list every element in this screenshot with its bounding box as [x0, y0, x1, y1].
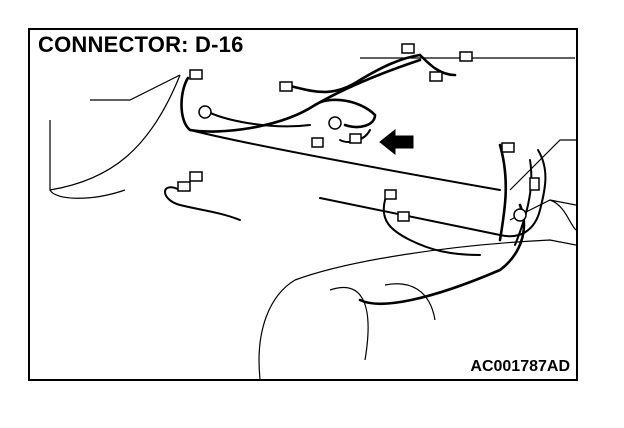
connector — [279, 81, 293, 92]
diagram-title: CONNECTOR: D-16 — [38, 32, 244, 57]
connector — [177, 181, 191, 192]
vehicle-body-outline — [49, 57, 576, 379]
wiring-harness-illustration — [49, 43, 576, 379]
arrow-icon — [379, 128, 414, 156]
diagram-frame: CONNECTOR: D-16 AC001787AD — [28, 28, 578, 381]
ground-terminals — [198, 105, 527, 222]
connector-group — [177, 43, 540, 222]
connector — [401, 43, 415, 54]
connector — [311, 137, 324, 148]
connector — [384, 189, 397, 200]
ground-terminal — [513, 208, 527, 222]
connector — [189, 171, 203, 182]
connector — [397, 211, 410, 222]
harness-wires — [164, 53, 547, 306]
ground-terminal — [198, 105, 212, 119]
connector-d-16 — [349, 133, 362, 144]
connector — [529, 177, 540, 191]
connector — [459, 51, 473, 62]
connector — [429, 71, 443, 82]
connector — [189, 69, 203, 80]
connector — [501, 142, 515, 153]
figure-code: AC001787AD — [470, 358, 570, 375]
ground-terminal — [328, 116, 342, 130]
